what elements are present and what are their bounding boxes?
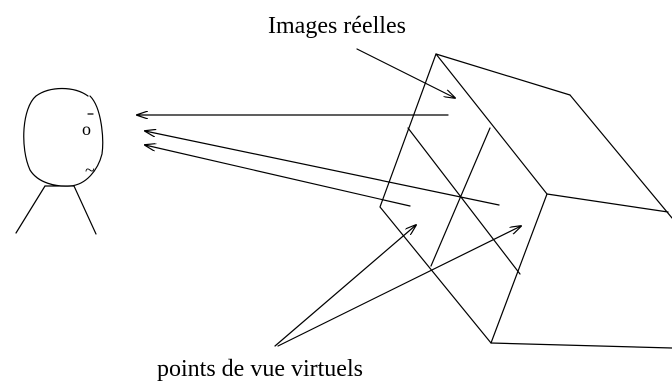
display-right-back-edge [546, 193, 669, 213]
display-inner-diagonal-1 [407, 127, 521, 275]
label-points-de-vue-virtuels: points de vue virtuels [157, 356, 363, 382]
arrow-to-viewpoint-right [277, 226, 521, 347]
observer-figure: o ~ [15, 87, 104, 235]
sight-arrow-lower [145, 145, 411, 207]
observer-mouth: ~ [85, 160, 95, 180]
arrow-to-viewpoint-left [274, 225, 416, 347]
observer-head [23, 87, 104, 187]
observer-right-arm [73, 185, 97, 235]
observer-eye: o [82, 119, 91, 139]
sight-arrows [137, 115, 500, 207]
display-structure [379, 53, 672, 349]
sight-arrow-middle [145, 131, 500, 206]
annotation-arrows [274, 48, 521, 347]
observer-left-arm [15, 185, 46, 234]
arrow-to-real-images [356, 48, 455, 98]
display-bottom-edge [490, 342, 672, 349]
display-right-edge [569, 94, 672, 219]
display-front-edge [490, 193, 548, 344]
display-top-edge [435, 53, 571, 96]
label-images-reelles: Images réelles [268, 13, 406, 39]
display-ridge [435, 53, 548, 195]
display-left-outline [379, 53, 492, 344]
